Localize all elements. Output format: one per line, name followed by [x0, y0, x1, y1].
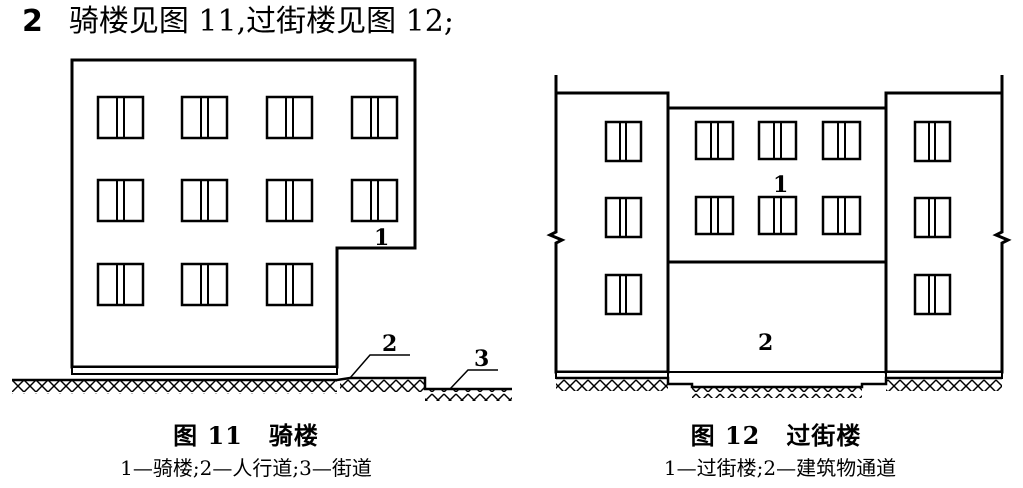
window: [913, 273, 952, 316]
window: [180, 178, 229, 223]
window: [821, 120, 862, 161]
window: [757, 195, 798, 236]
right-ground-hatch: [886, 379, 1002, 391]
figure-12-legend: 1—过街楼;2—建筑物通道: [663, 456, 897, 480]
window: [265, 262, 314, 307]
leader-line-street: [449, 369, 498, 390]
window: [180, 95, 229, 140]
passage-outline: [667, 262, 887, 373]
figure-11-legend: 1—骑楼;2—人行道;3—街道: [120, 456, 372, 480]
window: [913, 120, 952, 163]
figure-12-caption: 图 12 过街楼: [691, 416, 862, 451]
sidewalk-ground-hatch: [340, 379, 425, 392]
window: [821, 195, 862, 236]
label-passage: 2: [758, 330, 773, 356]
window: [604, 196, 643, 239]
window: [96, 95, 145, 140]
heading-text: 骑楼见图 11,过街楼见图 12;: [68, 4, 454, 39]
figure-11-windows: [96, 95, 399, 307]
left-ground-hatch: [556, 379, 668, 391]
figure-11-caption: 图 11 骑楼: [173, 416, 319, 451]
bridge-building-outline: [666, 106, 888, 264]
window: [604, 120, 643, 163]
arcade-sidewalk-slab: [71, 366, 338, 375]
window: [604, 273, 643, 316]
figure-11-drawing: [12, 58, 512, 401]
window: [913, 196, 952, 239]
figure-11-title: 骑楼: [268, 421, 319, 450]
leader-line-sidewalk: [349, 354, 410, 379]
figure-12-drawing: [546, 75, 1012, 398]
window: [694, 120, 735, 161]
label-bridge: 1: [773, 172, 788, 198]
street-ground-hatch: [425, 390, 512, 401]
window: [350, 95, 399, 140]
heading: 2 骑楼见图 11,过街楼见图 12;: [22, 2, 454, 42]
figure-12-number: 图 12: [690, 421, 761, 450]
window: [694, 195, 735, 236]
figure-12-windows: [604, 120, 952, 316]
label-sidewalk: 2: [382, 331, 397, 357]
window: [265, 178, 314, 223]
window: [265, 95, 314, 140]
window: [757, 120, 798, 161]
left-building-outline: [546, 75, 670, 374]
arcade-ground-hatch: [12, 381, 337, 394]
arcade-ground-line: [12, 376, 512, 391]
heading-number: 2: [22, 4, 43, 39]
window: [180, 262, 229, 307]
passage-ground-hatch: [692, 388, 862, 398]
label-building: 1: [374, 225, 389, 251]
window: [96, 178, 145, 223]
right-building-outline: [884, 75, 1012, 374]
figure-12-title: 过街楼: [786, 421, 862, 450]
window: [350, 178, 399, 223]
label-street: 3: [474, 346, 489, 372]
window: [96, 262, 145, 307]
figure-11-number: 图 11: [173, 421, 243, 450]
